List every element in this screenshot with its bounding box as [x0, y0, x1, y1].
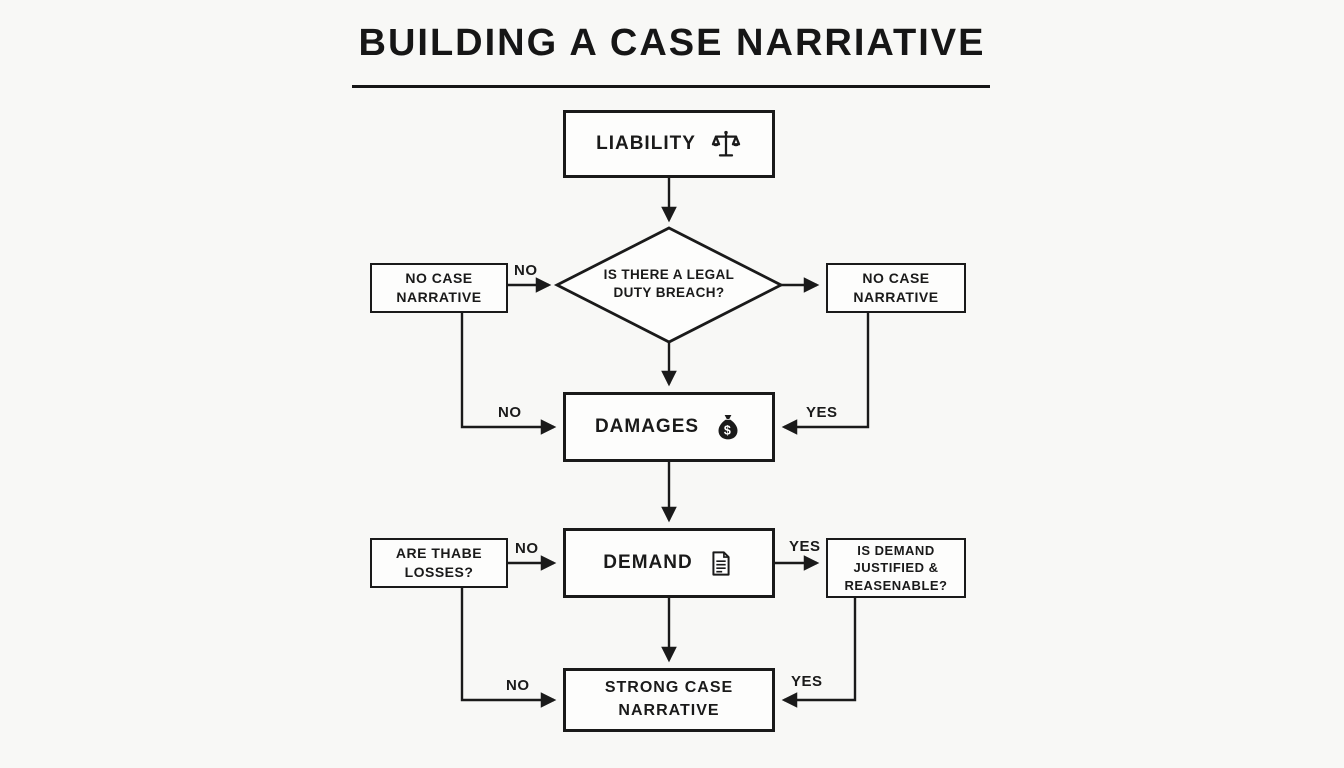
money-bag-icon: $ [713, 411, 743, 443]
node-legal-duty-question: IS THERE A LEGAL DUTY BREACH? [603, 267, 735, 300]
edge-label-left-to-strong-no: NO [506, 677, 530, 694]
page-title: BUILDING A CASE NARRIATIVE [358, 22, 986, 64]
svg-text:$: $ [724, 423, 732, 437]
edge-label-right-to-strong-yes: YES [791, 673, 823, 690]
scales-of-justice-icon [710, 128, 742, 160]
node-damages-label: DAMAGES [594, 416, 700, 437]
node-no-case-narrative-left: NO CASE NARRATIVE [370, 263, 508, 313]
document-icon [707, 548, 735, 579]
node-demand: DEMAND [563, 528, 775, 598]
node-demand-justified-question: IS DEMAND JUSTIFIED & REASENABLE? [826, 538, 966, 598]
legal-duty-decision-diamond [553, 226, 785, 344]
edge-label-left-to-damages-no: NO [498, 404, 522, 421]
node-losses-question: ARE THABE LOSSES? [370, 538, 508, 588]
node-strong-case-narrative: STRONG CASE NARRATIVE [563, 668, 775, 732]
node-damages: DAMAGES $ [563, 392, 775, 462]
edge-label-right-to-damages-yes: YES [806, 404, 838, 421]
title-underline [352, 85, 990, 88]
edge-label-losses-no: NO [515, 540, 539, 557]
node-liability-label: LIABILITY [596, 133, 696, 154]
edge-label-breach-no: NO [514, 262, 538, 279]
node-no-case-narrative-right: NO CASE NARRATIVE [826, 263, 966, 313]
edge-label-demand-yes: YES [789, 538, 821, 555]
node-liability: LIABILITY [563, 110, 775, 178]
node-demand-label: DEMAND [603, 552, 693, 573]
